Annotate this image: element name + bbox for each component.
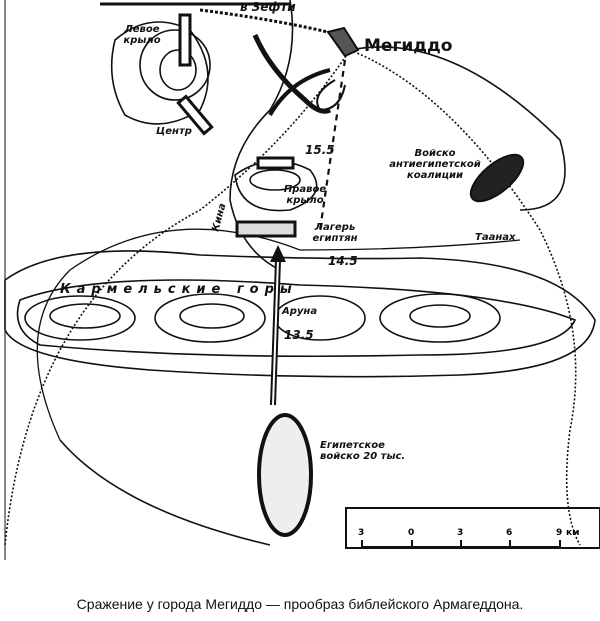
label-megiddo: Мегиддо bbox=[364, 36, 453, 56]
label-aruna: Аруна bbox=[282, 306, 318, 317]
label-height-15-5: 15.5 bbox=[305, 143, 335, 157]
label-egyptian-army: Египетское войско 20 тыс. bbox=[320, 440, 406, 462]
label-camp: Лагерь египтян bbox=[312, 222, 358, 244]
camp-unit bbox=[235, 220, 297, 238]
label-zefti: в Зефти bbox=[240, 0, 296, 14]
map-drawing bbox=[4, 0, 600, 560]
label-taanakh: Таанах bbox=[475, 232, 516, 243]
label-height-14-5: 14.5 bbox=[328, 254, 358, 268]
egyptian-army bbox=[257, 413, 313, 537]
route-dashed bbox=[318, 59, 347, 231]
label-carmel: Кармельские горы bbox=[60, 282, 298, 297]
label-left-wing: Левое крыло bbox=[123, 24, 161, 46]
scale-bar bbox=[361, 540, 561, 548]
scale-tick: 0 bbox=[408, 528, 415, 538]
carmel-contour-outer bbox=[4, 250, 596, 378]
right-wing-unit bbox=[256, 156, 295, 170]
label-coalition: Войско антиегипетской коалиции bbox=[389, 148, 481, 181]
road bbox=[4, 49, 351, 546]
scale-tick: 6 bbox=[506, 528, 513, 538]
label-center: Центр bbox=[156, 126, 192, 137]
left-wing-unit bbox=[178, 13, 192, 67]
kina-river bbox=[229, 0, 294, 271]
coalition-army bbox=[469, 153, 525, 203]
center-unit bbox=[176, 94, 214, 136]
scale-tick: 3 bbox=[457, 528, 464, 538]
megiddo-city bbox=[326, 26, 360, 58]
carmel-contour bbox=[16, 279, 577, 358]
label-height-13-5: 13.5 bbox=[284, 328, 314, 342]
map-caption: Сражение у города Мегиддо — прообраз биб… bbox=[76, 596, 524, 612]
road-zefti bbox=[199, 8, 341, 37]
scale-tick: 9 bbox=[556, 528, 563, 538]
scale-unit: км bbox=[566, 528, 580, 538]
scale-tick: 3 bbox=[358, 528, 365, 538]
road bbox=[349, 49, 581, 546]
label-right-wing: Правое крыло bbox=[283, 184, 327, 206]
